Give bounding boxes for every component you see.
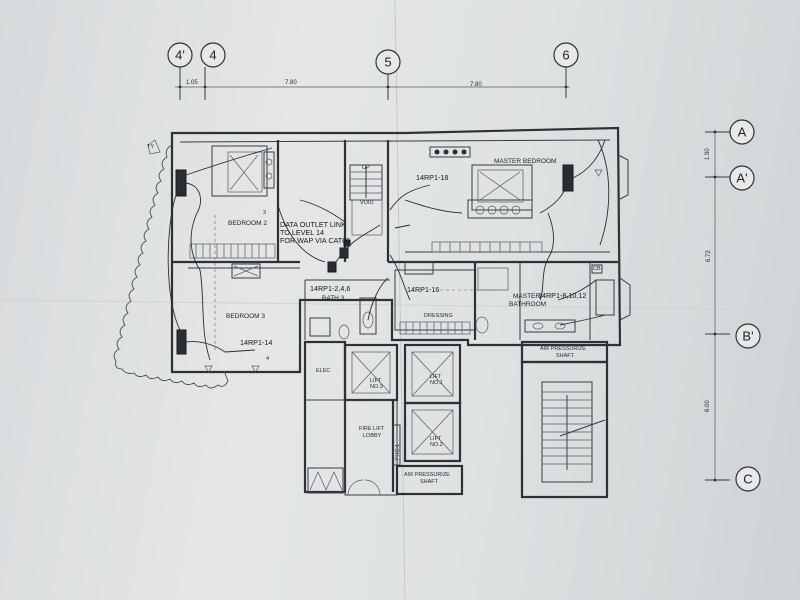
paper-fold-line — [394, 0, 406, 600]
stair-core — [520, 340, 609, 499]
room-elec: ELEC — [316, 368, 330, 374]
grid-label-4p: 4' — [175, 48, 185, 63]
ty-symbol — [147, 139, 161, 155]
dim-5-6: 7.80 — [470, 82, 482, 88]
room-bedroom2: BEDROOM 2 — [228, 220, 267, 227]
fire-lobby-2: LOBBY — [363, 433, 382, 439]
grid-label-a: A — [738, 125, 747, 140]
lift3-label-1: LIFT — [370, 378, 382, 384]
grid-bubble-ap — [729, 165, 755, 191]
master-bed — [467, 164, 533, 219]
grid-bubble-c — [735, 466, 761, 492]
room-labels: BEDROOM 2 BEDROOM 3 BATH 3 MASTER BEDROO… — [226, 158, 586, 485]
room-master-bathroom-1: MASTER — [513, 293, 540, 300]
dim-4-5: 7.80 — [285, 80, 297, 86]
annotations: DATA OUTLET LINK TO LEVEL 14 FOR WAP VIA… — [240, 173, 601, 362]
building-core — [303, 340, 464, 496]
electrical-panels — [175, 146, 603, 355]
grid-label-5: 5 — [384, 55, 391, 70]
column-grid-axes: 4' 4 5 6 1.05 7.80 7.80 — [167, 42, 579, 100]
paper-fold-line-horizontal — [0, 299, 800, 311]
dim-ap-bp: 6.72 — [706, 250, 712, 262]
fhc-label: FHC-1 — [395, 444, 401, 460]
lift3-label-2: NO.3 — [370, 384, 383, 390]
triangle-symbols — [204, 169, 603, 373]
num-3: 3 — [263, 210, 266, 216]
air-shaft-bottom-1: AIR PRESSURIZE — [404, 472, 450, 478]
lift1-label-2: NO.1 — [430, 380, 443, 386]
lift2-label-1: LIFT — [430, 436, 442, 442]
wall-unit-master — [562, 164, 574, 192]
dim-bp-c: 6.00 — [705, 400, 711, 412]
up-label: UP — [362, 165, 370, 171]
room-master-bathroom-2: BATHROOM — [509, 301, 546, 308]
lift1-label-1: LIFT — [430, 374, 442, 380]
circuit-18: 14RP1-18 — [416, 173, 448, 182]
room-dressing: DRESSING — [424, 313, 453, 319]
lift2-label-2: NO.2 — [430, 442, 443, 448]
grid-label-bp: B' — [742, 329, 753, 344]
room-master-bedroom: MASTER BEDROOM — [494, 158, 556, 165]
bathroom-fixtures — [231, 261, 615, 340]
wall-unit-bedroom3 — [176, 329, 187, 355]
cb-label: CB — [593, 266, 601, 272]
air-shaft-bottom-2: SHAFT — [420, 479, 439, 485]
dim-a-ap: 1.90 — [705, 148, 711, 160]
void-stair — [349, 164, 383, 236]
circuit-81012: 14RP1-8,10,12 — [538, 291, 586, 300]
data-outlet-note-2: TO LEVEL 14 — [280, 228, 324, 237]
air-shaft-top-1: AIR PRESSURIZE — [540, 346, 586, 352]
data-outlet-note-1: DATA OUTLET LINK — [280, 220, 346, 229]
grid-label-ap: A' — [736, 171, 747, 186]
room-bath3: BATH 3 — [322, 295, 345, 302]
wall-unit-bedroom2 — [175, 169, 187, 197]
circuit-14: 14RP1-14 — [240, 338, 272, 347]
fire-lobby-1: FIRE LIFT — [359, 426, 385, 432]
void-label: VOID — [360, 200, 373, 206]
circuit-246: 14RP1-2,4,6 — [310, 284, 350, 293]
row-grid-axes: A A' B' C 1.90 6.72 6.00 — [705, 119, 761, 492]
grid-bubble-bp — [735, 323, 761, 349]
grid-label-6: 6 — [562, 48, 569, 63]
grid-bubble-4 — [200, 42, 226, 68]
revision-cloud — [113, 144, 229, 389]
cable-runs — [167, 139, 610, 361]
grid-bubble-a — [729, 119, 755, 145]
dim-4p-4: 1.05 — [186, 80, 198, 86]
wardrobe-hatching — [189, 241, 543, 335]
room-bedroom3: BEDROOM 3 — [226, 313, 265, 320]
circuit-16: 14RP1-16 — [407, 285, 439, 294]
ty-label: TY — [147, 144, 154, 150]
grid-label-c: C — [743, 472, 752, 487]
num-4: 4 — [266, 356, 269, 362]
air-shaft-top-2: SHAFT — [556, 353, 575, 359]
switch-bank-master — [429, 146, 471, 158]
data-outlet-symbol — [343, 239, 351, 247]
data-outlet-note-3: FOR WAP VIA CAT06 — [280, 236, 350, 245]
bedroom2-bed — [211, 145, 275, 197]
grid-label-4: 4 — [209, 48, 216, 63]
lift-shaft-2 — [403, 401, 462, 463]
